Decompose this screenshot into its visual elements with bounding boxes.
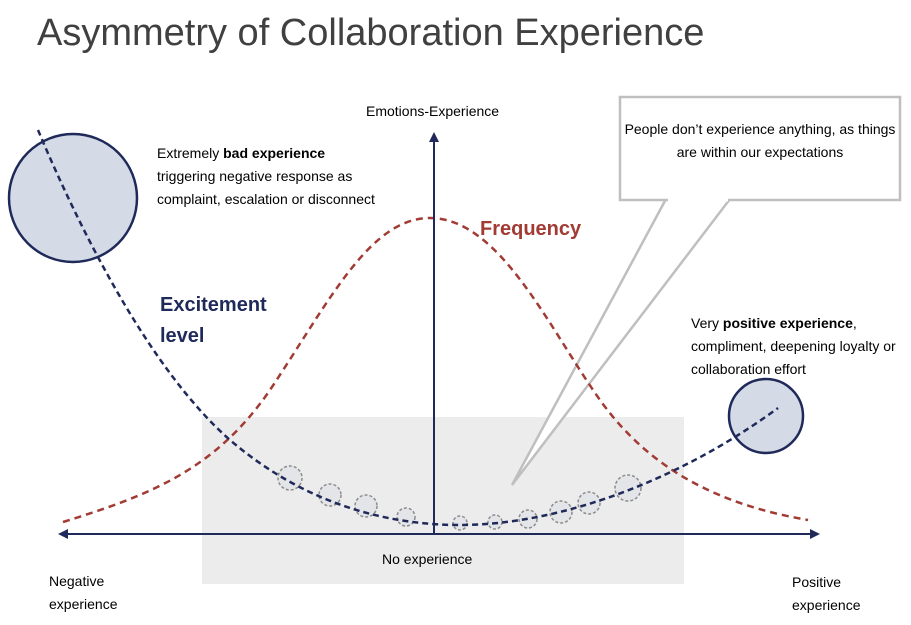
neutral-zone	[202, 417, 684, 584]
experience-dot	[452, 515, 468, 531]
experience-dots	[277, 465, 642, 531]
negative-bubble	[7, 132, 139, 264]
good-note-after: , compliment, deepening loyalty or colla…	[691, 315, 896, 377]
page-title: Asymmetry of Collaboration Experience	[37, 12, 705, 54]
experience-dot	[518, 509, 538, 529]
no-experience-label: No experience	[382, 551, 473, 567]
experience-dot	[614, 474, 642, 502]
y-axis-label: Emotions-Experience	[366, 103, 500, 119]
callout-box	[510, 95, 902, 486]
experience-dot	[354, 494, 378, 518]
bad-note-after: triggering negative response as complain…	[157, 168, 375, 207]
bad-experience-note: Extremely bad experience triggering nega…	[157, 142, 387, 211]
frequency-label: Frequency	[480, 218, 582, 240]
experience-dot	[277, 465, 303, 491]
bad-note-bold: bad experience	[223, 145, 326, 161]
experience-dot	[396, 507, 416, 527]
positive-bubble	[727, 377, 805, 455]
positive-experience-note: Very positive experience, compliment, de…	[691, 312, 911, 381]
good-note-before: Very	[691, 315, 723, 331]
excitement-label: Excitement level	[160, 294, 267, 347]
negative-experience-label: Negative experience	[49, 573, 118, 612]
bad-note-before: Extremely	[157, 145, 224, 161]
callout-text: People don’t experience anything, as thi…	[624, 121, 896, 160]
positive-experience-label: Positive experience	[792, 574, 861, 613]
good-note-bold: positive experience	[722, 315, 853, 331]
experience-dot	[549, 500, 573, 524]
experience-dot	[318, 483, 342, 507]
excitement-curve	[36, 129, 779, 527]
experience-dot	[577, 491, 601, 515]
frequency-curve	[62, 216, 809, 524]
